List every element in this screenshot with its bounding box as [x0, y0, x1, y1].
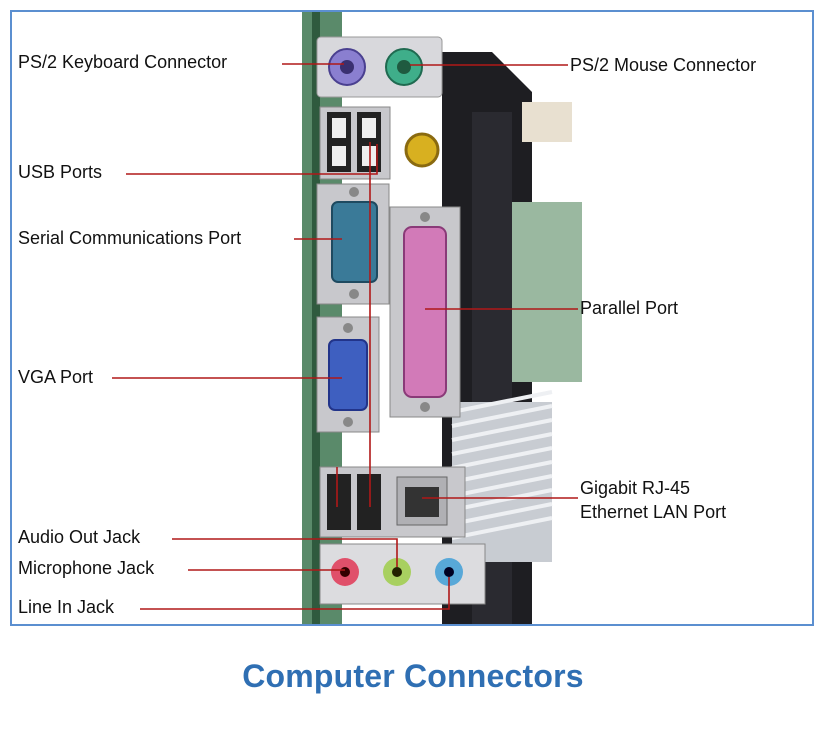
label-audio-out: Audio Out Jack — [18, 527, 141, 547]
label-parallel-port: Parallel Port — [580, 298, 679, 318]
heatsink — [451, 390, 553, 562]
usb-ports-top — [319, 106, 391, 180]
motherboard-io-panel-illustration — [112, 12, 582, 624]
label-ethernet-line2: Ethernet LAN Port — [580, 502, 727, 522]
leader-lines — [112, 63, 578, 610]
parallel-port — [389, 206, 461, 418]
vga-port — [316, 316, 380, 433]
diagram-frame: PS/2 Keyboard Connector PS/2 Mouse Conne… — [10, 10, 814, 626]
label-ps2-mouse: PS/2 Mouse Connector — [570, 55, 757, 75]
label-serial-port: Serial Communications Port — [18, 228, 242, 248]
serial-port — [316, 183, 390, 305]
gold-capacitor — [404, 132, 440, 168]
usb-ports-bottom-and-rj45 — [319, 466, 466, 538]
label-line-in: Line In Jack — [18, 597, 115, 617]
label-vga-port: VGA Port — [18, 367, 94, 387]
label-usb-ports: USB Ports — [18, 162, 103, 182]
board-area — [512, 202, 582, 382]
connector-white — [522, 102, 572, 142]
figure-caption: Computer Connectors — [242, 658, 584, 694]
pcb-strip — [312, 12, 320, 624]
audio-jacks — [319, 543, 486, 605]
label-ethernet-line1: Gigabit RJ-45 — [580, 478, 691, 498]
ps2-connector-block — [316, 36, 443, 98]
label-microphone: Microphone Jack — [18, 558, 155, 578]
label-ps2-keyboard: PS/2 Keyboard Connector — [18, 52, 228, 72]
